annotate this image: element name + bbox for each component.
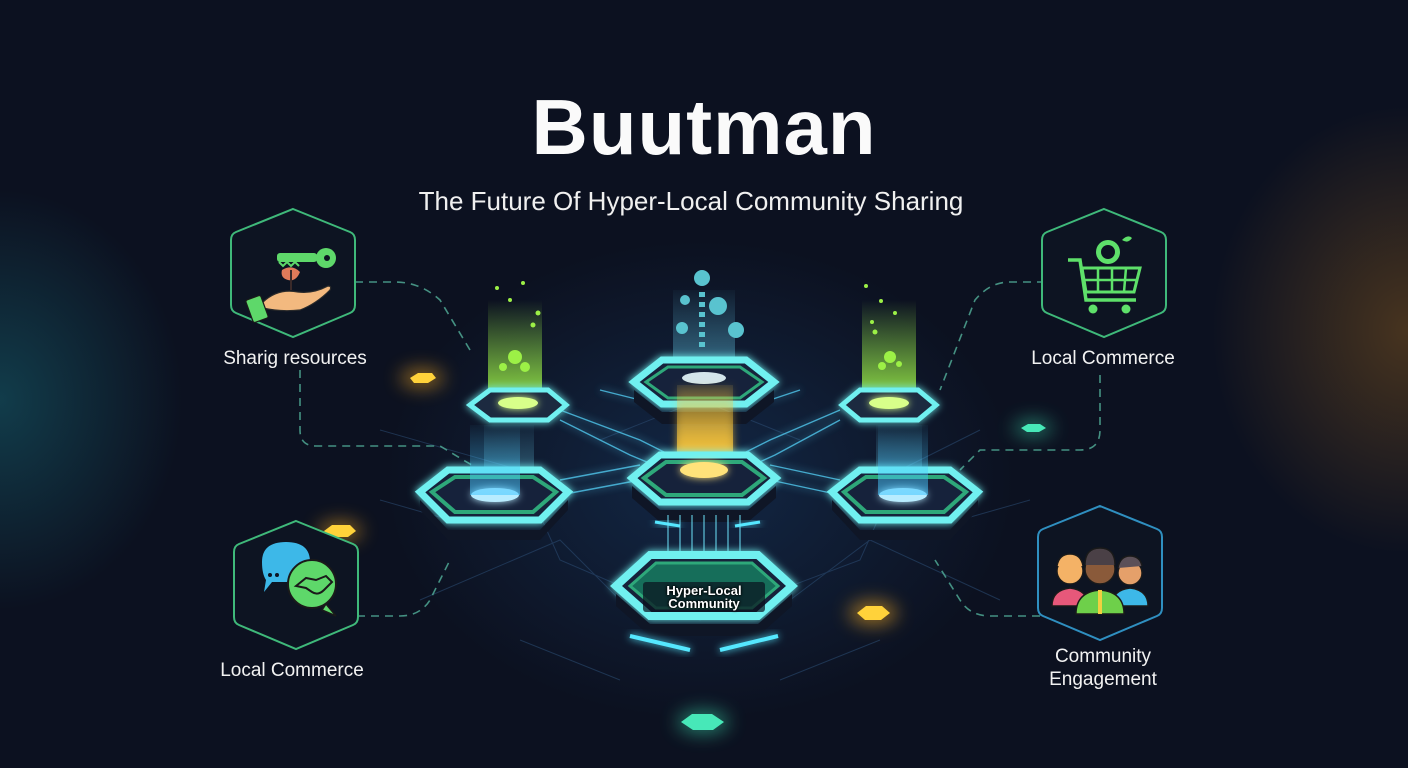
hub-label-line1: Hyper-Local [666, 583, 742, 598]
feature-sharing-resources[interactable]: Sharig resources [205, 347, 385, 370]
platform-right-bottom [826, 425, 984, 559]
dashed-connectors [299, 281, 1101, 617]
feature-community-engagement[interactable]: Community Engagement [1013, 645, 1193, 691]
feature-label-line1: Community [1054, 646, 1152, 667]
hub-label-line2: Community [668, 596, 740, 611]
platform-center-middle [626, 385, 782, 528]
app-subtitle: The Future Of Hyper-Local Community Shar… [418, 186, 964, 216]
feature-label: Local Commerce [1031, 348, 1175, 369]
hand-key-icon [245, 248, 336, 324]
platform-center-top [628, 270, 780, 424]
diamond-teal-1 [1013, 419, 1053, 437]
shopping-cart-icon [1068, 236, 1142, 314]
app-title: Buutman [531, 83, 877, 171]
feature-local-commerce-top[interactable]: Local Commerce [1013, 347, 1193, 370]
diamond-yellow-3 [849, 601, 897, 625]
chat-handshake-icon [262, 542, 337, 617]
diamond-yellow-1 [400, 368, 444, 388]
feature-local-commerce-bottom[interactable]: Local Commerce [202, 659, 382, 682]
diamond-teal-2 [677, 710, 729, 734]
feature-label: Sharig resources [223, 348, 367, 369]
platform-left-bottom [414, 425, 574, 559]
people-group-icon [1051, 547, 1149, 615]
feature-label: Local Commerce [220, 660, 364, 681]
hub-label: Hyper-Local Community [643, 582, 765, 612]
feature-label-line2: Engagement [1049, 669, 1157, 690]
feature-hex-top-right [1041, 207, 1167, 339]
